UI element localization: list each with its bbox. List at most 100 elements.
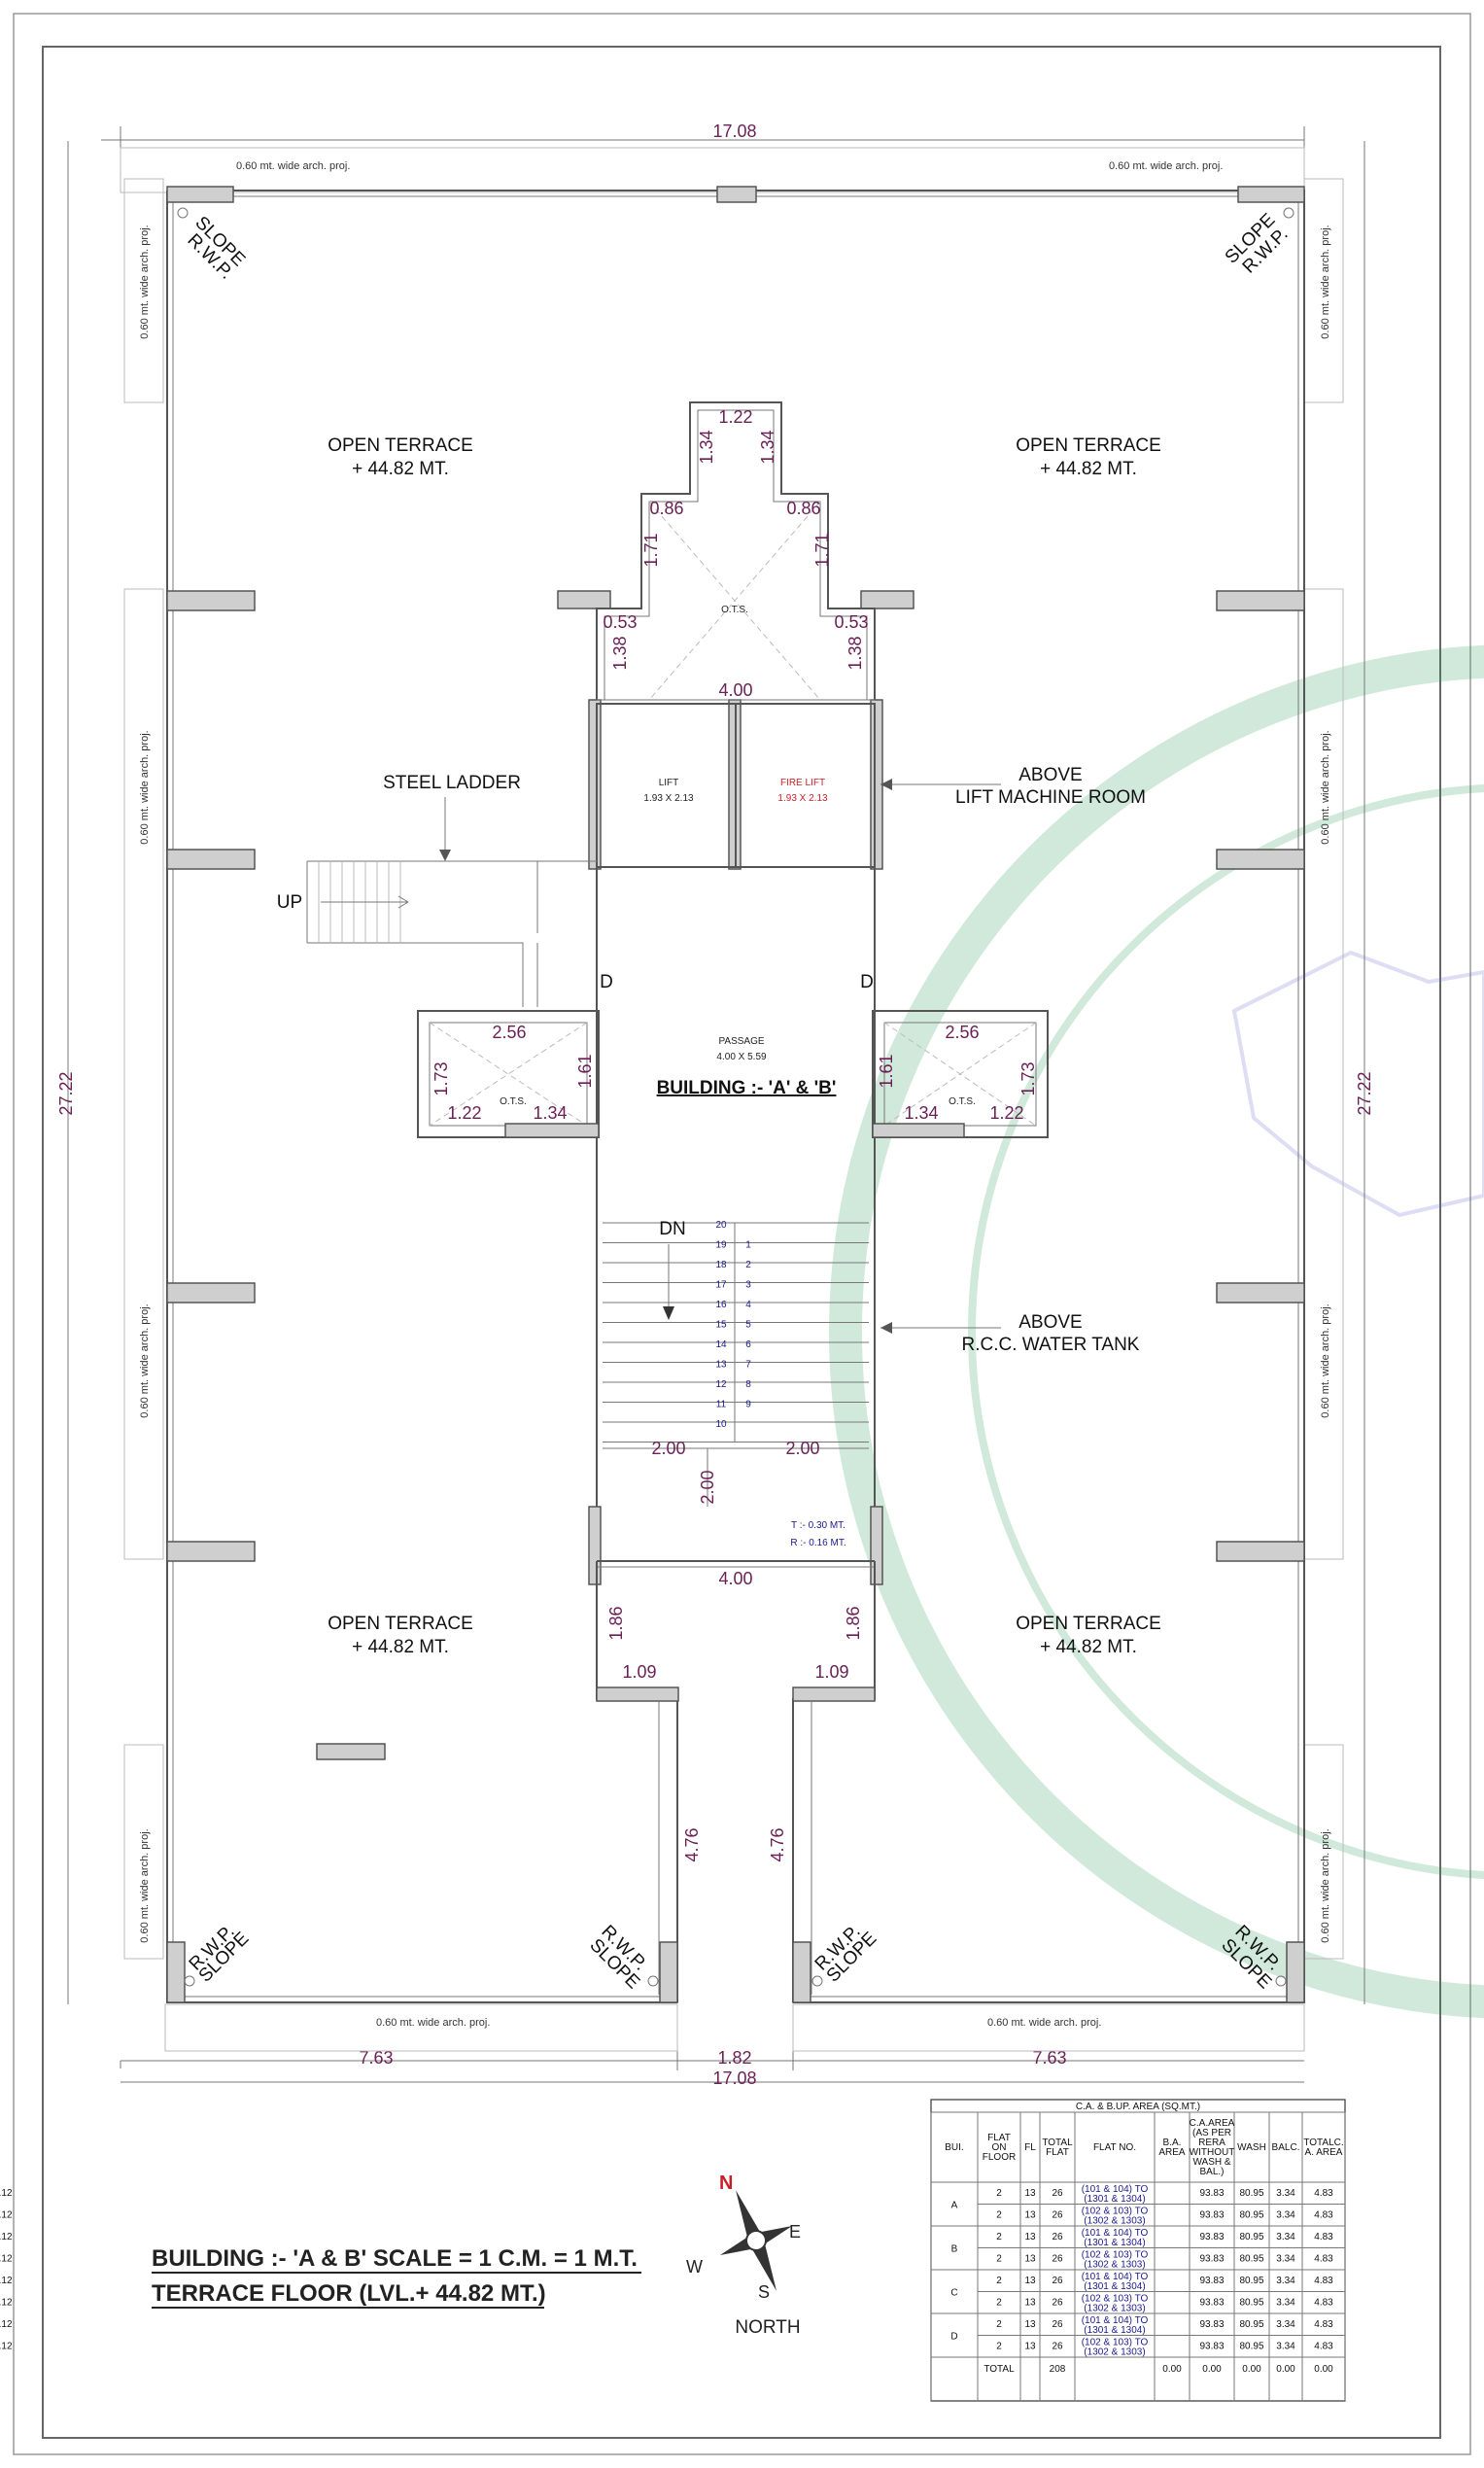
table-cell: 4.83 [1314, 2254, 1333, 2265]
ots-right: O.T.S. 2.56 1.61 1.73 1.34 1.22 [872, 1010, 1049, 1138]
table-cell: 80.95 [1239, 2232, 1263, 2242]
fire-lift-name: FIRE LIFT [780, 778, 825, 788]
ots-top-dim-10: 1.38 [610, 636, 630, 670]
above-tank-callout: ABOVE R.C.C. WATER TANK [880, 1312, 1140, 1355]
ots-top-dim-11: 1.38 [846, 636, 865, 670]
compass-e: E [789, 2222, 801, 2242]
table-cell: 93.83 [1199, 2232, 1224, 2242]
drawing-title: BUILDING :- 'A & B' SCALE = 1 C.M. = 1 M… [152, 2245, 641, 2309]
steel-ladder-label: STEEL LADDER [383, 773, 521, 793]
table-flat-no: (102 & 103) TO [1082, 2250, 1149, 2261]
ots-right-dim-4: 1.34 [904, 1103, 938, 1123]
table-cell: 3.34 [1276, 2254, 1295, 2265]
table-header-cell: BALC. [1272, 2142, 1300, 2153]
table-total-cell: 208 [1050, 2364, 1066, 2375]
drawing-frame [42, 46, 1441, 2439]
columns [166, 186, 1305, 2003]
ots-top-label: O.T.S. [721, 605, 748, 615]
rwp-bl: R.W.P. SLOPE [184, 1922, 253, 1987]
lower-dim-476b: 4.76 [768, 1827, 787, 1861]
arch-proj-top-right: 0.60 mt. wide arch. proj. [1109, 160, 1223, 172]
fire-lift-size: 1.93 X 2.13 [777, 793, 828, 804]
ots-right-dim-5: 1.22 [989, 1103, 1023, 1123]
ladder-up-label: UP [277, 892, 302, 913]
lower-dim-109a: 1.09 [622, 1662, 656, 1682]
table-cell: 2 [996, 2188, 1002, 2199]
dim-bottom-parts: 7.63 1.82 7.63 17.08 [120, 2048, 1304, 2088]
dim-left-label: 27.22 [56, 1071, 76, 1115]
table-header-cell: ON [992, 2142, 1007, 2153]
table-total-cell: 0.00 [1242, 2364, 1261, 2375]
table-cell: 93.83 [1199, 2276, 1224, 2286]
table-header-cell: BUI. [945, 2142, 963, 2153]
lower-dim-186a: 1.86 [606, 1606, 626, 1640]
terrace-tr-name: OPEN TERRACE [1016, 435, 1161, 456]
area-table: C.A. & B.UP. AREA (SQ.MT.) BUI.FLATONFLO… [0, 2099, 1346, 2402]
above-tank-line1: ABOVE [1018, 1312, 1082, 1333]
ots-top-dim-2: 1.34 [697, 430, 716, 464]
table-cell: 4.83 [1314, 2232, 1333, 2242]
stair-num-right: 8 [745, 1379, 751, 1390]
table-cell: 4.83 [1314, 2298, 1333, 2309]
stair-riser: R :- 0.16 MT. [790, 1538, 846, 1548]
ots-left-dim-2: 1.73 [431, 1061, 451, 1095]
passage-walls [596, 867, 876, 1507]
lift-block: LIFT 1.93 X 2.13 FIRE LIFT 1.93 X 2.13 [596, 703, 876, 868]
table-flat-no: (1302 & 1303) [1084, 2260, 1145, 2271]
stair-num-left: 20 [715, 1220, 727, 1231]
lift-size: 1.93 X 2.13 [643, 793, 694, 804]
table-flat-no: (101 & 104) TO [1082, 2315, 1149, 2326]
table-title: C.A. & B.UP. AREA (SQ.MT.) [1076, 2102, 1200, 2112]
table-cell: 89.12 [0, 2232, 13, 2242]
table-cell: 13 [1024, 2276, 1036, 2286]
dim-bottom-mid: 1.82 [717, 2048, 751, 2068]
ots-top-dim-8: 0.53 [603, 612, 637, 632]
table-cell: 89.12 [0, 2342, 13, 2352]
page-border [13, 13, 1471, 2455]
table-header-cell: WASH & [1192, 2157, 1230, 2168]
table-cell: 4.83 [1314, 2319, 1333, 2330]
above-lift-line1: ABOVE [1018, 765, 1082, 785]
lower-lobby: 4.00 1.86 1.86 1.09 1.09 4.76 4.76 [596, 1560, 876, 1995]
stair-num-left: 17 [715, 1280, 727, 1291]
arch-projections [120, 147, 1344, 2052]
table-header-cell: C.A.AREA [1190, 2118, 1235, 2129]
lower-dim-476a: 4.76 [682, 1827, 702, 1861]
table-flat-no: (101 & 104) TO [1082, 2228, 1149, 2239]
stair-dn-arrow [663, 1244, 674, 1320]
table-cell: 4.83 [1314, 2342, 1333, 2352]
arch-proj-left-3: 0.60 mt. wide arch. proj. [139, 1304, 151, 1417]
table-cell: 3.34 [1276, 2342, 1295, 2352]
table-header-cell: TOTAL [1042, 2138, 1073, 2148]
passage-building: BUILDING :- 'A' & 'B' [657, 1078, 837, 1098]
ots-top-dim-5: 0.86 [786, 499, 820, 518]
table-header-cell: FLAT NO. [1093, 2142, 1136, 2153]
table-cell: 26 [1052, 2276, 1063, 2286]
table-flat-no: (101 & 104) TO [1082, 2184, 1149, 2195]
table-building: D [950, 2332, 957, 2343]
dim-bottom-left: 7.63 [359, 2048, 393, 2068]
lower-dim-109b: 1.09 [814, 1662, 848, 1682]
stair-num-right: 2 [745, 1260, 751, 1270]
table-header-cell: WASH [1237, 2142, 1266, 2153]
table-cell: 80.95 [1239, 2319, 1263, 2330]
ots-left: O.T.S. 2.56 1.73 1.61 1.22 1.34 [417, 1010, 600, 1138]
table-total-cell: 0.00 [1276, 2364, 1295, 2375]
table-header-cell: RERA [1198, 2138, 1225, 2148]
ots-left-dim-4: 1.22 [447, 1103, 481, 1123]
table-cell: 80.95 [1239, 2210, 1263, 2221]
ots-top-dim-12: 4.00 [718, 680, 752, 700]
table-cell: 89.12 [0, 2210, 13, 2221]
table-cell: 89.12 [0, 2254, 13, 2265]
lift-name: LIFT [659, 778, 679, 788]
arch-proj-bottom-left: 0.60 mt. wide arch. proj. [376, 2017, 490, 2029]
table-cell: 2 [996, 2319, 1002, 2330]
above-lift-line2: LIFT MACHINE ROOM [955, 787, 1146, 808]
table-header-cell: FLAT [987, 2133, 1011, 2143]
table-cell: 13 [1024, 2188, 1036, 2199]
ots-right-dim-3: 1.73 [1018, 1061, 1038, 1095]
table-flat-no: (102 & 103) TO [1082, 2294, 1149, 2305]
table-flat-no: (101 & 104) TO [1082, 2272, 1149, 2282]
table-cell: 93.83 [1199, 2210, 1224, 2221]
